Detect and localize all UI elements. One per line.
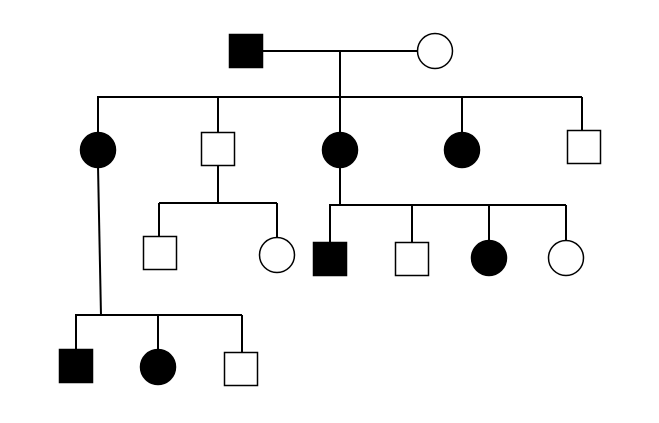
descent-line-g2-1	[97, 165, 102, 317]
affected-male-g3-child-3a	[312, 241, 348, 277]
pedigree-lines	[75, 50, 583, 352]
pedigree-individuals	[58, 32, 602, 387]
unaffected-male-g3-child-2a	[142, 235, 178, 271]
unaffected-male-g2-child-2	[200, 131, 236, 167]
unaffected-female-g1-mother	[416, 32, 454, 70]
unaffected-male-g4-child-1c	[223, 351, 259, 387]
affected-female-g2-child-3	[321, 131, 359, 169]
affected-female-g2-child-1	[79, 131, 117, 169]
unaffected-female-g3-child-3d	[547, 239, 585, 277]
unaffected-male-g3-child-3b	[394, 241, 430, 277]
affected-female-g3-child-3c	[470, 239, 508, 277]
unaffected-male-g2-child-5	[566, 129, 602, 165]
affected-female-g4-child-1b	[139, 348, 177, 386]
affected-male-g1-father	[228, 33, 264, 69]
affected-female-g2-child-4	[443, 131, 481, 169]
unaffected-female-g3-child-2b	[258, 236, 296, 274]
affected-male-g4-child-1a	[58, 348, 94, 384]
